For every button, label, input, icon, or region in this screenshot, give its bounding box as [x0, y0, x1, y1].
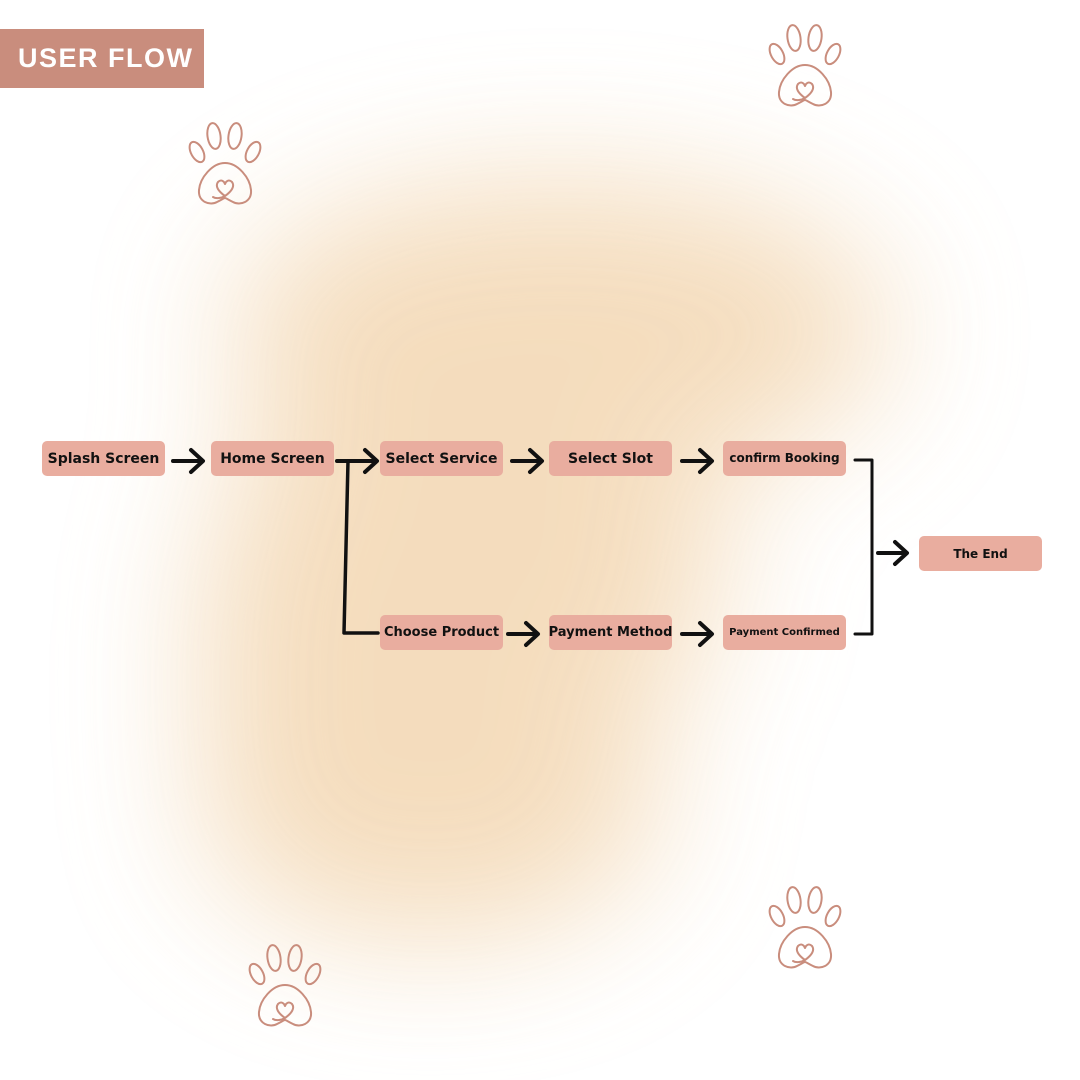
paw-heart-icon: [768, 886, 842, 969]
arrow-choose-product-to-payment-method: [506, 621, 540, 647]
node-the-end[interactable]: The End: [919, 536, 1042, 571]
node-payment-method[interactable]: Payment Method: [549, 615, 672, 650]
node-select-slot[interactable]: Select Slot: [549, 441, 672, 476]
paw-heart-icon: [248, 944, 322, 1027]
arrow-select-service-to-select-slot: [510, 448, 544, 474]
node-payment-confirmed[interactable]: Payment Confirmed: [723, 615, 846, 650]
node-home-screen[interactable]: Home Screen: [211, 441, 334, 476]
arrow-home-to-select-service: [335, 448, 379, 474]
node-choose-product[interactable]: Choose Product: [380, 615, 503, 650]
arrow-splash-to-home: [171, 448, 205, 474]
arrow-to-the-end: [876, 540, 909, 566]
arrow-payment-method-to-payment-confirmed: [680, 621, 714, 647]
arrow-select-slot-to-confirm-booking: [680, 448, 714, 474]
node-confirm-booking[interactable]: confirm Booking: [723, 441, 846, 476]
page-title: USER FLOW: [0, 29, 204, 88]
paw-heart-icon: [188, 122, 262, 205]
node-splash-screen[interactable]: Splash Screen: [42, 441, 165, 476]
branch-line-home-to-choose-product: [342, 459, 380, 635]
node-select-service[interactable]: Select Service: [380, 441, 503, 476]
paw-heart-icon: [768, 24, 842, 107]
merge-bracket: [853, 458, 874, 636]
